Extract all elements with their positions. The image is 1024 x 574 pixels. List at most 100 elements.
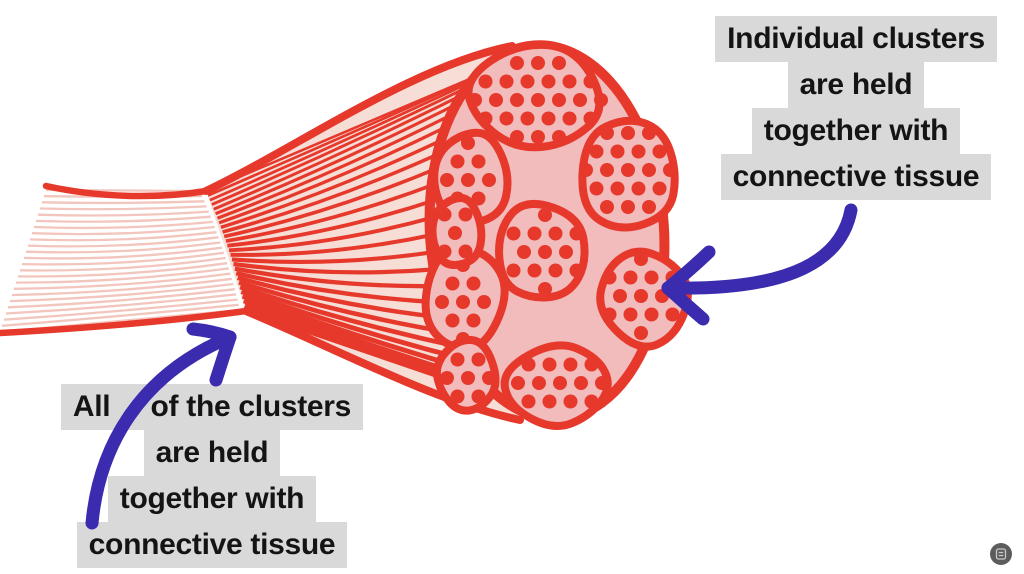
muscle-fiber-dot	[478, 111, 493, 126]
muscle-fiber-dot	[471, 154, 486, 169]
muscle-fiber-dot	[553, 376, 567, 390]
callout-line-row: All of the clusters	[22, 384, 402, 430]
muscle-fiber-dot	[531, 130, 545, 144]
callout-text: are held	[143, 430, 281, 476]
muscle-fiber-dot	[541, 74, 556, 89]
muscle-fiber-dot	[631, 181, 646, 196]
tendon-bottom-edge	[0, 307, 250, 337]
muscle-fiber-dot	[552, 130, 566, 144]
muscle-fiber-dot	[583, 74, 598, 89]
callout-line-row: connective tissue	[22, 522, 402, 568]
muscle-fiber-dot	[563, 357, 578, 372]
muscle-fiber-dot	[600, 126, 614, 140]
muscle-fiber-dot	[499, 111, 514, 126]
tendon-stripe	[21, 251, 225, 266]
muscle-fiber-dot	[527, 263, 542, 278]
tendon-stripe	[19, 256, 226, 272]
callout-individual-clusters: Individual clusters are held together wi…	[676, 16, 1024, 200]
fascicle	[432, 335, 500, 415]
muscle-fiber-dot	[621, 163, 635, 177]
fascicle	[596, 247, 692, 351]
tendon-stripe	[5, 293, 237, 315]
tendon-stripe	[25, 241, 221, 254]
muscle-fiber-dot	[510, 56, 524, 70]
muscle-fiber-dot	[642, 126, 656, 140]
muscle-fiber-dot	[562, 111, 577, 126]
muscle-fiber-dot	[623, 270, 638, 285]
muscle-fiber-dot	[517, 245, 531, 259]
muscle-fiber-dot	[437, 207, 452, 222]
tendon-stripe	[23, 246, 223, 260]
callout-line-row: connective tissue	[676, 154, 1024, 200]
fascicle	[500, 341, 612, 431]
tendon-stripe	[39, 205, 207, 211]
muscle-fiber-line	[231, 249, 438, 264]
callout-text: Individual clusters	[715, 16, 997, 62]
muscle-fiber-dot	[594, 93, 608, 107]
tendon-stripe	[31, 225, 215, 236]
muscle-fiber-line	[227, 196, 440, 248]
muscle-fiber-dot	[613, 289, 627, 303]
callout-line-row: Individual clusters	[676, 16, 1024, 62]
callout-text: connective tissue	[720, 154, 992, 200]
tendon-stripe	[17, 262, 228, 278]
muscle-fiber-dot	[663, 163, 677, 177]
muscle-fiber-dot	[489, 93, 503, 107]
muscle-fiber-dot	[579, 163, 593, 177]
muscle-fiber-dot	[621, 126, 635, 140]
muscle-fiber-dot	[448, 226, 462, 240]
callout-line-row: are held	[22, 430, 402, 476]
tendon-stripe	[27, 236, 219, 248]
muscle-fiber-dot	[510, 130, 524, 144]
tendon-stripe	[1, 303, 239, 327]
muscle-fiber-line	[235, 271, 446, 305]
muscle-fiber-line	[239, 284, 464, 350]
tendon-stripe	[9, 282, 234, 303]
muscle-fiber-dot	[468, 93, 482, 107]
muscle-fiber-dot	[574, 376, 588, 390]
tendon-stripe	[13, 272, 231, 290]
watermark-circle	[990, 543, 1012, 565]
callout-line-row: together with	[676, 108, 1024, 154]
muscle-fiber-dot	[584, 394, 599, 409]
muscle-fiber-dot	[548, 263, 563, 278]
muscle-fiber-dot	[461, 136, 475, 150]
muscle-fiber-dot	[552, 56, 566, 70]
muscle-fiber-dot	[542, 357, 557, 372]
muscle-fiber-dot	[631, 144, 646, 159]
muscle-fiber-dot	[589, 181, 604, 196]
muscle-fiber-dot	[538, 245, 552, 259]
muscle-fiber-dot	[450, 389, 465, 404]
tendon	[0, 182, 250, 337]
muscle-fiber-dot	[655, 289, 669, 303]
muscle-fiber-dot	[471, 389, 486, 404]
muscle-fiber-dot	[610, 181, 625, 196]
scan-watermark-icon[interactable]	[989, 542, 1013, 566]
muscle-fiber-dot	[665, 270, 680, 285]
callout-text: connective tissue	[76, 522, 348, 568]
muscle-fiber-dot	[521, 357, 536, 372]
muscle-fiber-line	[225, 179, 443, 243]
muscle-fiber-dot	[548, 226, 563, 241]
muscle-fiber-line	[220, 132, 456, 230]
muscle-fiber-dot	[634, 326, 648, 340]
muscle-fiber-dot	[642, 163, 656, 177]
tendon-stripe	[29, 231, 217, 242]
watermark-frame	[995, 548, 1007, 560]
tendon-stripe	[37, 210, 209, 217]
muscle-fiber-line	[222, 147, 451, 234]
muscle-fiber-dot	[531, 93, 545, 107]
muscle-fiber-line	[228, 214, 438, 253]
muscle-fiber-dot	[482, 173, 496, 187]
muscle-fiber-dot	[456, 295, 470, 309]
muscle-fiber-dot	[437, 244, 452, 259]
muscle-fiber-dot	[477, 295, 491, 309]
muscle-fiber-dot	[569, 263, 584, 278]
callout-all-clusters: All of the clusters are held together wi…	[22, 384, 402, 568]
muscle-fiber-dot	[634, 252, 648, 266]
muscle-fiber-dot	[552, 93, 566, 107]
tendon-stripe	[7, 288, 235, 309]
muscle-fiber-line	[213, 82, 486, 211]
muscle-fiber-dot	[435, 295, 449, 309]
muscle-fiber-line	[223, 163, 446, 239]
